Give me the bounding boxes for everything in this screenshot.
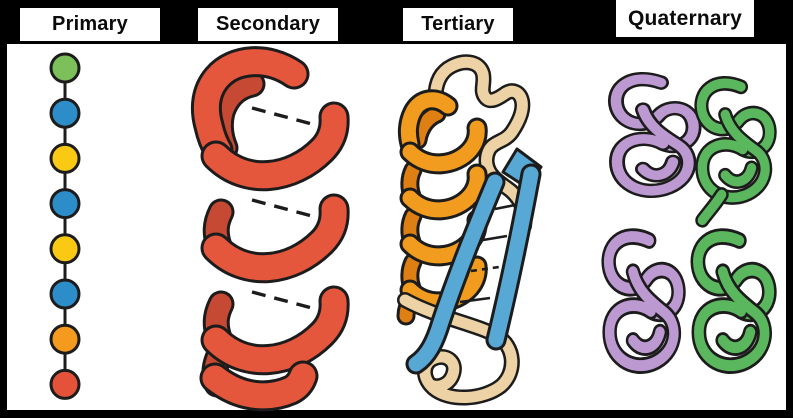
label-tertiary: Tertiary (403, 8, 513, 41)
amino-acid-bead-yellow (49, 142, 81, 174)
alpha-helix-red (206, 62, 334, 396)
label-secondary: Secondary (198, 8, 338, 41)
tertiary-structure-panel (405, 62, 543, 397)
secondary-structure-panel (206, 62, 334, 396)
primary-structure-panel (49, 52, 81, 400)
alpha-helix-orange (406, 100, 477, 316)
amino-acid-bead-yellow (49, 233, 81, 265)
subunit-purple-top (616, 79, 694, 191)
amino-acid-bead-red (49, 368, 81, 400)
label-primary: Primary (20, 8, 160, 41)
primary-chain-beads (49, 52, 81, 400)
subunit-green-bottom (698, 237, 769, 366)
beta-sheet-blue (416, 147, 543, 364)
beta-sheet-hydrogen-bonds (459, 203, 516, 304)
hydrogen-bond-dash (251, 198, 313, 218)
hydrogen-bond-dash (251, 106, 313, 126)
hydrogen-bond-rung (494, 203, 516, 211)
amino-acid-bead-orange (49, 323, 81, 355)
quaternary-structure-panel (609, 79, 770, 365)
amino-acid-bead-blue (49, 97, 81, 129)
hydrogen-bond-rung (470, 265, 500, 273)
hydrogen-bond-rung (482, 234, 508, 242)
amino-acid-bead-blue (49, 188, 81, 220)
amino-acid-bead-green (49, 52, 81, 84)
hydrogen-bond-dash (251, 290, 313, 310)
amino-acid-bead-blue (49, 278, 81, 310)
subunit-green-top (701, 83, 769, 220)
subunit-purple-bottom (609, 237, 679, 366)
hydrogen-bond-rung (459, 296, 491, 304)
label-quaternary: Quaternary (616, 0, 754, 37)
